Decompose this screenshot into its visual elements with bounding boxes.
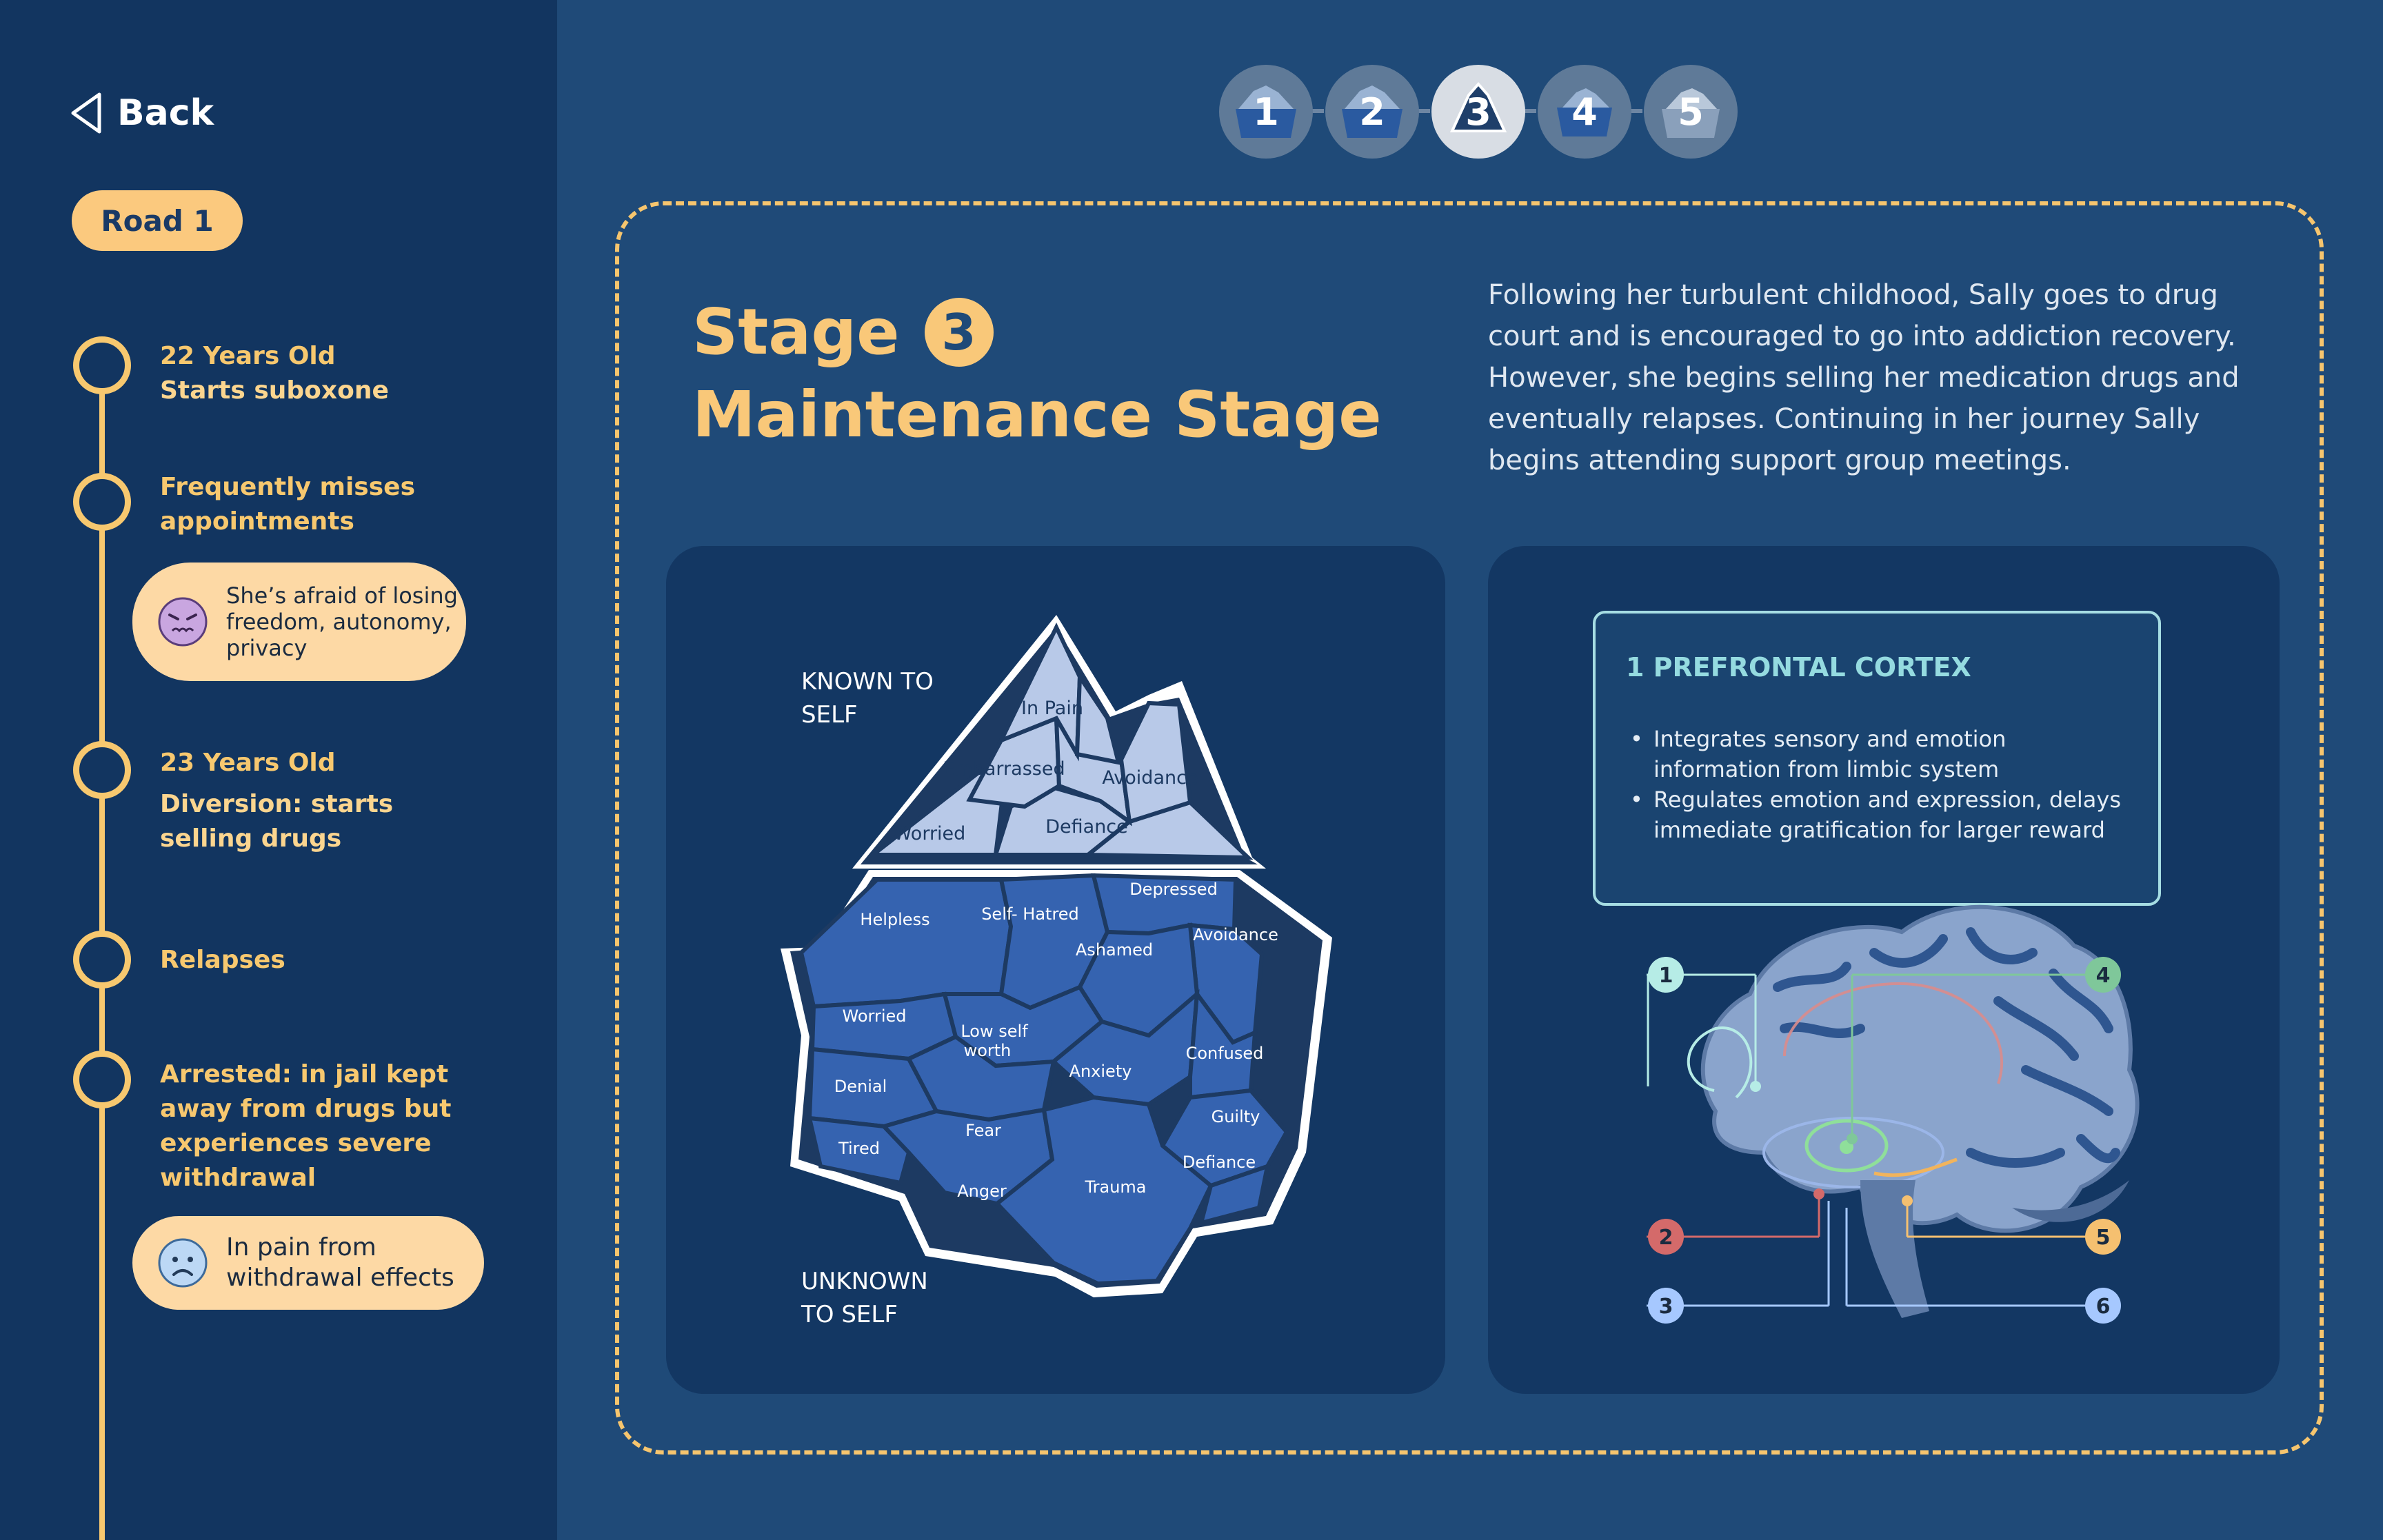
iceberg-label: Embarrassed xyxy=(943,758,1065,780)
iceberg-label: In Pain xyxy=(1021,698,1083,719)
step-number: 1 xyxy=(1253,90,1279,134)
iceberg-label: Ashamed xyxy=(1076,940,1153,960)
brain-marker-1[interactable]: 1 xyxy=(1648,957,1684,993)
timeline-item: Relapses xyxy=(160,943,519,977)
timeline-item-subtitle: Diversion: starts selling drugs xyxy=(160,790,394,853)
timeline-item-title: Relapses xyxy=(160,946,285,974)
step-5-button[interactable]: 5 xyxy=(1644,65,1738,159)
step-4-button[interactable]: 4 xyxy=(1538,65,1631,159)
timeline-dot[interactable] xyxy=(73,931,131,989)
stage-number-badge: 3 xyxy=(924,298,994,367)
iceberg-label: Guilty xyxy=(1211,1107,1260,1126)
timeline-item-title: Frequently misses appointments xyxy=(160,473,416,536)
step-3-button[interactable]: 3 xyxy=(1431,65,1525,159)
sad-face-icon xyxy=(158,1238,208,1288)
brain-diagram: 1 4 2 5 3 6 xyxy=(1647,904,2140,1324)
brain-region-bullet: Integrates sensory and emotion informati… xyxy=(1630,724,2140,784)
iceberg-diagram: In Pain Embarrassed Avoidance Worried De… xyxy=(781,615,1332,1328)
stepper-connector xyxy=(1522,109,1536,113)
iceberg-thumb-icon xyxy=(1557,88,1612,136)
step-2-button[interactable]: 2 xyxy=(1325,65,1419,159)
stepper-connector xyxy=(1416,109,1430,113)
step-number: 5 xyxy=(1678,90,1704,134)
stage-title: Stage 3 Maintenance Stage xyxy=(692,291,1382,456)
iceberg-label: Self- Hatred xyxy=(981,904,1079,924)
iceberg-thumb-icon xyxy=(1662,88,1720,138)
brain-marker-4[interactable]: 4 xyxy=(2085,957,2121,993)
timeline-dot[interactable] xyxy=(73,336,131,394)
iceberg-label: Fear xyxy=(965,1121,1001,1140)
iceberg-panel: In Pain Embarrassed Avoidance Worried De… xyxy=(666,546,1445,1394)
iceberg-label: Helpless xyxy=(860,910,929,929)
svg-text:3: 3 xyxy=(1659,1295,1673,1319)
iceberg-label: Anger xyxy=(957,1182,1007,1201)
step-number: 3 xyxy=(1465,90,1491,134)
brain-marker-2[interactable]: 2 xyxy=(1648,1219,1684,1255)
stepper-connector xyxy=(1629,109,1642,113)
iceberg-label: Confused xyxy=(1186,1044,1264,1063)
svg-text:6: 6 xyxy=(2096,1295,2111,1319)
brain-marker-6[interactable]: 6 xyxy=(2085,1288,2121,1324)
timeline-item: 22 Years Old Starts suboxone xyxy=(160,339,519,408)
iceberg-thumb-icon xyxy=(1236,85,1296,138)
back-label: Back xyxy=(117,92,214,134)
iceberg-label: Anxiety xyxy=(1069,1062,1132,1081)
iceberg-label: Defiance xyxy=(1045,816,1128,838)
iceberg-label: Defiance xyxy=(1183,1153,1256,1172)
timeline-dot[interactable] xyxy=(73,1051,131,1108)
iceberg-label: Denial xyxy=(834,1077,887,1096)
svg-text:1: 1 xyxy=(1659,964,1673,988)
brain-panel: 1 PREFRONTAL CORTEX Integrates sensory a… xyxy=(1488,546,2280,1394)
iceberg-label: Avoidance xyxy=(1193,925,1278,944)
svg-text:2: 2 xyxy=(1659,1226,1673,1250)
timeline-dot[interactable] xyxy=(73,473,131,531)
iceberg-label: Worried xyxy=(894,823,966,844)
timeline-item-title: Arrested: in jail kept away from drugs b… xyxy=(160,1060,452,1192)
timeline-item: Arrested: in jail kept away from drugs b… xyxy=(160,1057,463,1195)
iceberg-thumb-icon xyxy=(1449,81,1507,132)
svg-text:5: 5 xyxy=(2096,1226,2111,1250)
back-button[interactable]: Back xyxy=(69,87,214,139)
brain-region-title: 1 PREFRONTAL CORTEX xyxy=(1626,652,1971,682)
iceberg-label: worth xyxy=(964,1041,1012,1060)
iceberg-label: Low self xyxy=(961,1022,1028,1041)
brain-marker-3[interactable]: 3 xyxy=(1648,1288,1684,1324)
timeline-item-title: 23 Years Old xyxy=(160,749,336,777)
timeline-dot[interactable] xyxy=(73,741,131,799)
stage-stepper: 1 2 3 4 5 xyxy=(1219,65,1738,159)
step-1-button[interactable]: 1 xyxy=(1219,65,1313,159)
step-number: 2 xyxy=(1359,90,1385,134)
stage-content-frame xyxy=(615,201,2324,1455)
brain-region-bullets: Integrates sensory and emotion informati… xyxy=(1630,724,2140,845)
timeline-item-subtitle: Starts suboxone xyxy=(160,376,389,405)
feeling-bubble: In pain from withdrawal effects xyxy=(132,1216,484,1310)
stepper-connector xyxy=(1310,109,1324,113)
stage-name: Maintenance Stage xyxy=(692,378,1382,452)
stage-word: Stage xyxy=(692,295,900,369)
brain-region-bullet: Regulates emotion and expression, delays… xyxy=(1630,784,2140,845)
feeling-bubble: She’s afraid of losing freedom, autonomy… xyxy=(132,563,466,681)
svg-text:4: 4 xyxy=(2096,964,2111,988)
bubble-text: In pain from withdrawal effects xyxy=(226,1233,454,1292)
iceberg-label: Depressed xyxy=(1129,880,1218,899)
sidebar: Back Road 1 22 Years Old Starts suboxone… xyxy=(0,0,557,1540)
bubble-text: She’s afraid of losing freedom, autonomy… xyxy=(226,582,458,661)
iceberg-label: Trauma xyxy=(1084,1177,1146,1197)
road-badge[interactable]: Road 1 xyxy=(72,190,243,251)
iceberg-label: Worried xyxy=(843,1006,907,1026)
iceberg-label: Tired xyxy=(838,1139,880,1158)
timeline-item: 23 Years Old Diversion: starts selling d… xyxy=(160,746,484,856)
timeline-item: Frequently misses appointments xyxy=(160,470,450,539)
brain-region-info-card: 1 PREFRONTAL CORTEX Integrates sensory a… xyxy=(1593,611,2161,906)
back-arrow-icon xyxy=(71,92,101,134)
iceberg-label: Avoidance xyxy=(1102,767,1198,789)
brain-marker-5[interactable]: 5 xyxy=(2085,1219,2121,1255)
timeline-item-title: 22 Years Old xyxy=(160,342,336,370)
angry-face-icon xyxy=(158,597,208,647)
iceberg-thumb-icon xyxy=(1342,85,1402,138)
stage-description: Following her turbulent childhood, Sally… xyxy=(1488,279,2240,476)
step-number: 4 xyxy=(1571,90,1598,134)
